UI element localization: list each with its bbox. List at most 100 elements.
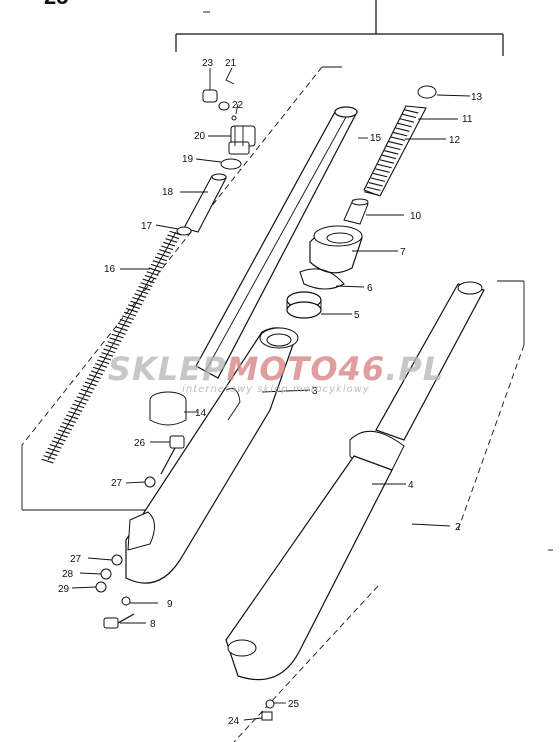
spring-coil xyxy=(88,374,101,379)
spring-coil xyxy=(144,274,157,280)
spring-coil xyxy=(105,344,118,350)
air-valve-cap xyxy=(202,89,218,103)
spring-coil xyxy=(68,410,81,416)
watermark-brand-highlight: MOTO46 xyxy=(226,350,386,388)
air-valve xyxy=(218,101,230,111)
spring-coil xyxy=(90,370,103,376)
callout-8: 8 xyxy=(150,619,156,630)
spring-coil xyxy=(126,307,139,313)
spring-coil xyxy=(80,388,93,394)
damper-rod-nut xyxy=(417,85,437,99)
spring-seat-washer xyxy=(176,226,192,236)
spring-coil xyxy=(368,182,383,187)
spring-coil xyxy=(53,436,66,442)
spring-coil xyxy=(148,267,161,273)
spring-coil xyxy=(364,191,379,196)
outer-fork-tube-left xyxy=(125,327,299,584)
callout-20: 20 xyxy=(194,131,206,142)
spring-coil xyxy=(382,154,397,160)
callout-17: 17 xyxy=(141,221,153,232)
callout-23: 23 xyxy=(202,58,214,69)
spring-coil xyxy=(150,263,163,269)
spring-coil xyxy=(159,249,172,254)
spring-coil xyxy=(95,363,108,368)
watermark-brand-prefix: SKLEP xyxy=(107,350,227,388)
inner-tube-group-bracket xyxy=(21,66,342,511)
spring-coil xyxy=(66,414,79,420)
watermark-tagline: internetowy sklep motocyklowy xyxy=(182,384,370,395)
watermark-brand: SKLEPMOTO46.PL xyxy=(86,350,466,388)
washer-29 xyxy=(95,581,107,593)
spring-coil xyxy=(55,433,68,438)
spring-coil xyxy=(402,113,417,119)
drain-bolt xyxy=(103,613,135,629)
spring-coil xyxy=(86,377,99,383)
callout-22: 22 xyxy=(232,100,244,111)
spring-coil xyxy=(393,131,408,137)
spring-coil xyxy=(366,186,381,192)
spring-coil xyxy=(92,366,106,372)
dust-seal xyxy=(309,225,363,274)
spring-coil xyxy=(115,326,128,332)
callout-29: 29 xyxy=(58,584,70,595)
spring-coil xyxy=(121,315,134,321)
callout-15: 15 xyxy=(370,133,382,144)
callout-27-lower: 27 xyxy=(70,554,82,565)
spring-coil xyxy=(74,399,87,405)
spring-coil xyxy=(132,296,145,302)
spring-coil xyxy=(99,355,112,361)
spring-coil xyxy=(62,421,75,427)
callout-28: 28 xyxy=(62,569,74,580)
spring-coil xyxy=(123,311,136,317)
callout-6: 6 xyxy=(367,283,373,294)
spring-coil xyxy=(57,429,70,435)
spring-coil xyxy=(119,319,132,324)
spring-coil xyxy=(165,238,178,243)
spring-coil xyxy=(47,447,60,453)
callout-10: 10 xyxy=(410,211,422,222)
watermark: SKLEPMOTO46.PL internetowy sklep motocyk… xyxy=(86,350,466,395)
callout-13: 13 xyxy=(471,92,483,103)
spring-coil xyxy=(64,418,77,424)
callout-18: 18 xyxy=(162,187,174,198)
callout-24: 24 xyxy=(228,716,240,727)
spring-coil xyxy=(84,381,97,387)
spring-coil xyxy=(397,122,412,128)
callout-12: 12 xyxy=(449,135,461,146)
gasket-27-top xyxy=(144,476,156,488)
rebound-spring xyxy=(363,105,427,197)
spring-coil xyxy=(163,241,176,247)
spring-coil xyxy=(117,322,130,328)
spring-coil xyxy=(142,278,155,284)
spring-coil xyxy=(72,403,85,409)
spring-coil xyxy=(386,145,401,151)
spring-coil xyxy=(384,150,399,155)
spring-coil xyxy=(136,289,149,295)
washer-25 xyxy=(265,699,275,709)
spring-coil xyxy=(130,300,143,306)
spring-coil xyxy=(373,172,388,178)
spring-coil xyxy=(138,285,151,291)
spring-coil xyxy=(161,245,174,251)
spring-coil xyxy=(41,458,54,464)
drain-washer xyxy=(121,596,131,606)
inner-fork-tube xyxy=(195,106,358,379)
callout-14: 14 xyxy=(195,408,207,419)
spring-coil xyxy=(78,392,91,398)
outer-fork-tube-right xyxy=(225,281,485,681)
callout-26: 26 xyxy=(134,438,146,449)
stopper-ring xyxy=(299,268,345,290)
valve-o-ring xyxy=(231,115,237,121)
outer-tube-group-bracket xyxy=(233,280,525,742)
spring-coil xyxy=(107,341,120,346)
callout-7: 7 xyxy=(400,247,406,258)
spring-spacer xyxy=(183,173,227,233)
spring-coil xyxy=(388,141,403,146)
spring-coil xyxy=(101,352,114,357)
spring-coil xyxy=(390,136,406,141)
gasket-28 xyxy=(100,568,112,580)
callout-19: 19 xyxy=(182,154,194,165)
spring-coil xyxy=(103,348,116,354)
spring-coil xyxy=(146,271,159,276)
